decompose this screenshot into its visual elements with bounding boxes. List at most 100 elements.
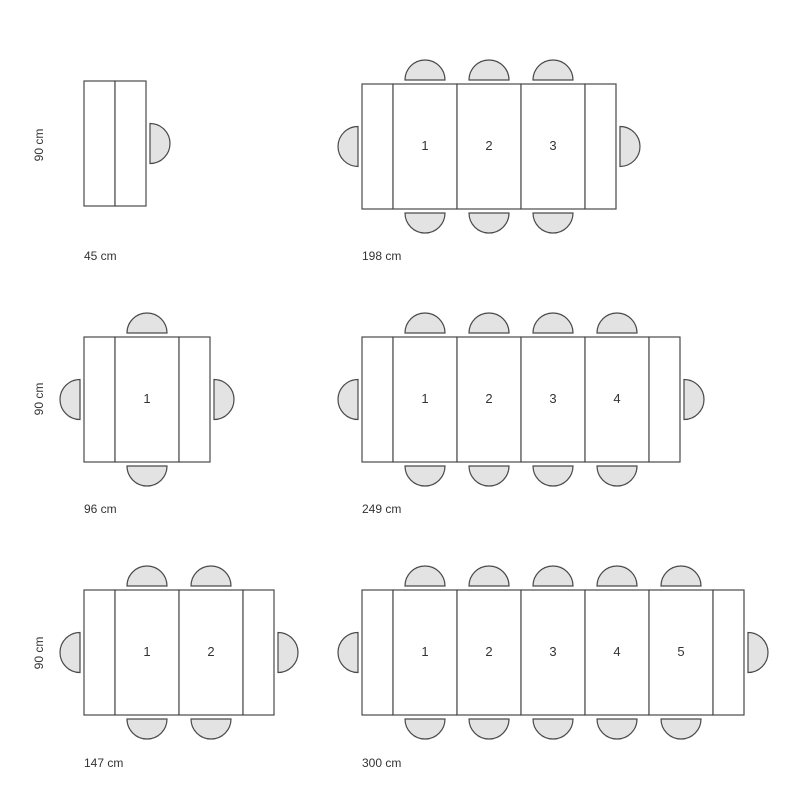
chair-left — [337, 631, 359, 674]
table-leaf — [392, 83, 458, 210]
chair-bottom — [468, 465, 510, 487]
chair-right — [747, 631, 769, 674]
chair-bottom — [532, 212, 574, 234]
leaf-number: 1 — [421, 138, 428, 153]
table-leaf — [456, 336, 522, 463]
table-249: 1 2 3 4 — [337, 312, 705, 487]
end-panel — [114, 80, 147, 207]
width-label-96: 96 cm — [84, 502, 117, 516]
chair-top — [404, 59, 446, 81]
end-panel-right — [712, 589, 745, 716]
leaf-number: 3 — [549, 644, 556, 659]
chair-top — [596, 312, 638, 334]
width-label-198: 198 cm — [362, 249, 401, 263]
leaf-number: 4 — [613, 644, 620, 659]
chair-right — [213, 378, 235, 421]
width-label-45: 45 cm — [84, 249, 117, 263]
chair-bottom — [404, 465, 446, 487]
chair-bottom — [532, 465, 574, 487]
end-panel-right — [178, 336, 211, 463]
table-leaf — [178, 589, 244, 716]
end-panel-left — [361, 336, 394, 463]
leaf-number: 1 — [421, 391, 428, 406]
chair-bottom — [596, 465, 638, 487]
row-1: 90 cm — [32, 129, 46, 162]
chair-left — [59, 378, 81, 421]
leaf-number: 3 — [549, 138, 556, 153]
chair-top — [468, 59, 510, 81]
table-45 — [83, 80, 171, 207]
chair-bottom — [126, 718, 168, 740]
width-label-300: 300 cm — [362, 756, 401, 770]
chair-left — [337, 378, 359, 421]
chair-bottom — [404, 212, 446, 234]
end-panel-right — [584, 83, 617, 210]
chair-right — [149, 122, 171, 165]
table-198: 1 2 3 — [337, 59, 641, 234]
chair-top — [126, 312, 168, 334]
table-leaf — [520, 589, 586, 716]
chair-top — [468, 312, 510, 334]
chair-bottom — [190, 718, 232, 740]
table-leaf — [114, 336, 180, 463]
end-panel-left — [83, 589, 116, 716]
chair-bottom — [404, 718, 446, 740]
height-label-row-3: 90 cm — [32, 637, 46, 670]
chair-top — [190, 565, 232, 587]
table-leaf — [456, 589, 522, 716]
leaf-number: 4 — [613, 391, 620, 406]
table-leaf — [520, 83, 586, 210]
table-leaf — [584, 336, 650, 463]
width-label-249: 249 cm — [362, 502, 401, 516]
table-300: 1 2 3 4 5 — [337, 565, 769, 740]
leaf-number: 1 — [421, 644, 428, 659]
chair-bottom — [596, 718, 638, 740]
end-panel-left — [83, 336, 116, 463]
chair-bottom — [126, 465, 168, 487]
leaf-number: 2 — [207, 644, 214, 659]
chair-top — [532, 312, 574, 334]
table-leaf — [456, 83, 522, 210]
chair-left — [59, 631, 81, 674]
chair-top — [468, 565, 510, 587]
table-leaf — [584, 589, 650, 716]
row-2: 90 cm — [32, 383, 46, 416]
chair-top — [126, 565, 168, 587]
end-panel — [83, 80, 116, 207]
leaf-number: 5 — [677, 644, 684, 659]
chair-top — [532, 565, 574, 587]
leaf-number: 2 — [485, 138, 492, 153]
height-label-row-2: 90 cm — [32, 383, 46, 416]
leaf-number: 2 — [485, 391, 492, 406]
leaf-number: 1 — [143, 391, 150, 406]
row-3: 90 cm — [32, 637, 46, 670]
end-panel-left — [361, 589, 394, 716]
chair-right — [277, 631, 299, 674]
chair-bottom — [468, 718, 510, 740]
chair-top — [404, 312, 446, 334]
end-panel-right — [648, 336, 681, 463]
chair-bottom — [660, 718, 702, 740]
table-96: 1 — [59, 312, 235, 487]
chair-top — [596, 565, 638, 587]
height-label-row-1: 90 cm — [32, 129, 46, 162]
end-panel-left — [361, 83, 394, 210]
table-leaf — [520, 336, 586, 463]
chair-top — [532, 59, 574, 81]
end-panel-right — [242, 589, 275, 716]
chair-left — [337, 125, 359, 168]
chair-bottom — [468, 212, 510, 234]
chair-top — [660, 565, 702, 587]
table-leaf — [392, 336, 458, 463]
chair-bottom — [532, 718, 574, 740]
chair-right — [683, 378, 705, 421]
chair-top — [404, 565, 446, 587]
leaf-number: 1 — [143, 644, 150, 659]
leaf-number: 2 — [485, 644, 492, 659]
table-leaf — [114, 589, 180, 716]
width-label-147: 147 cm — [84, 756, 123, 770]
leaf-number: 3 — [549, 391, 556, 406]
